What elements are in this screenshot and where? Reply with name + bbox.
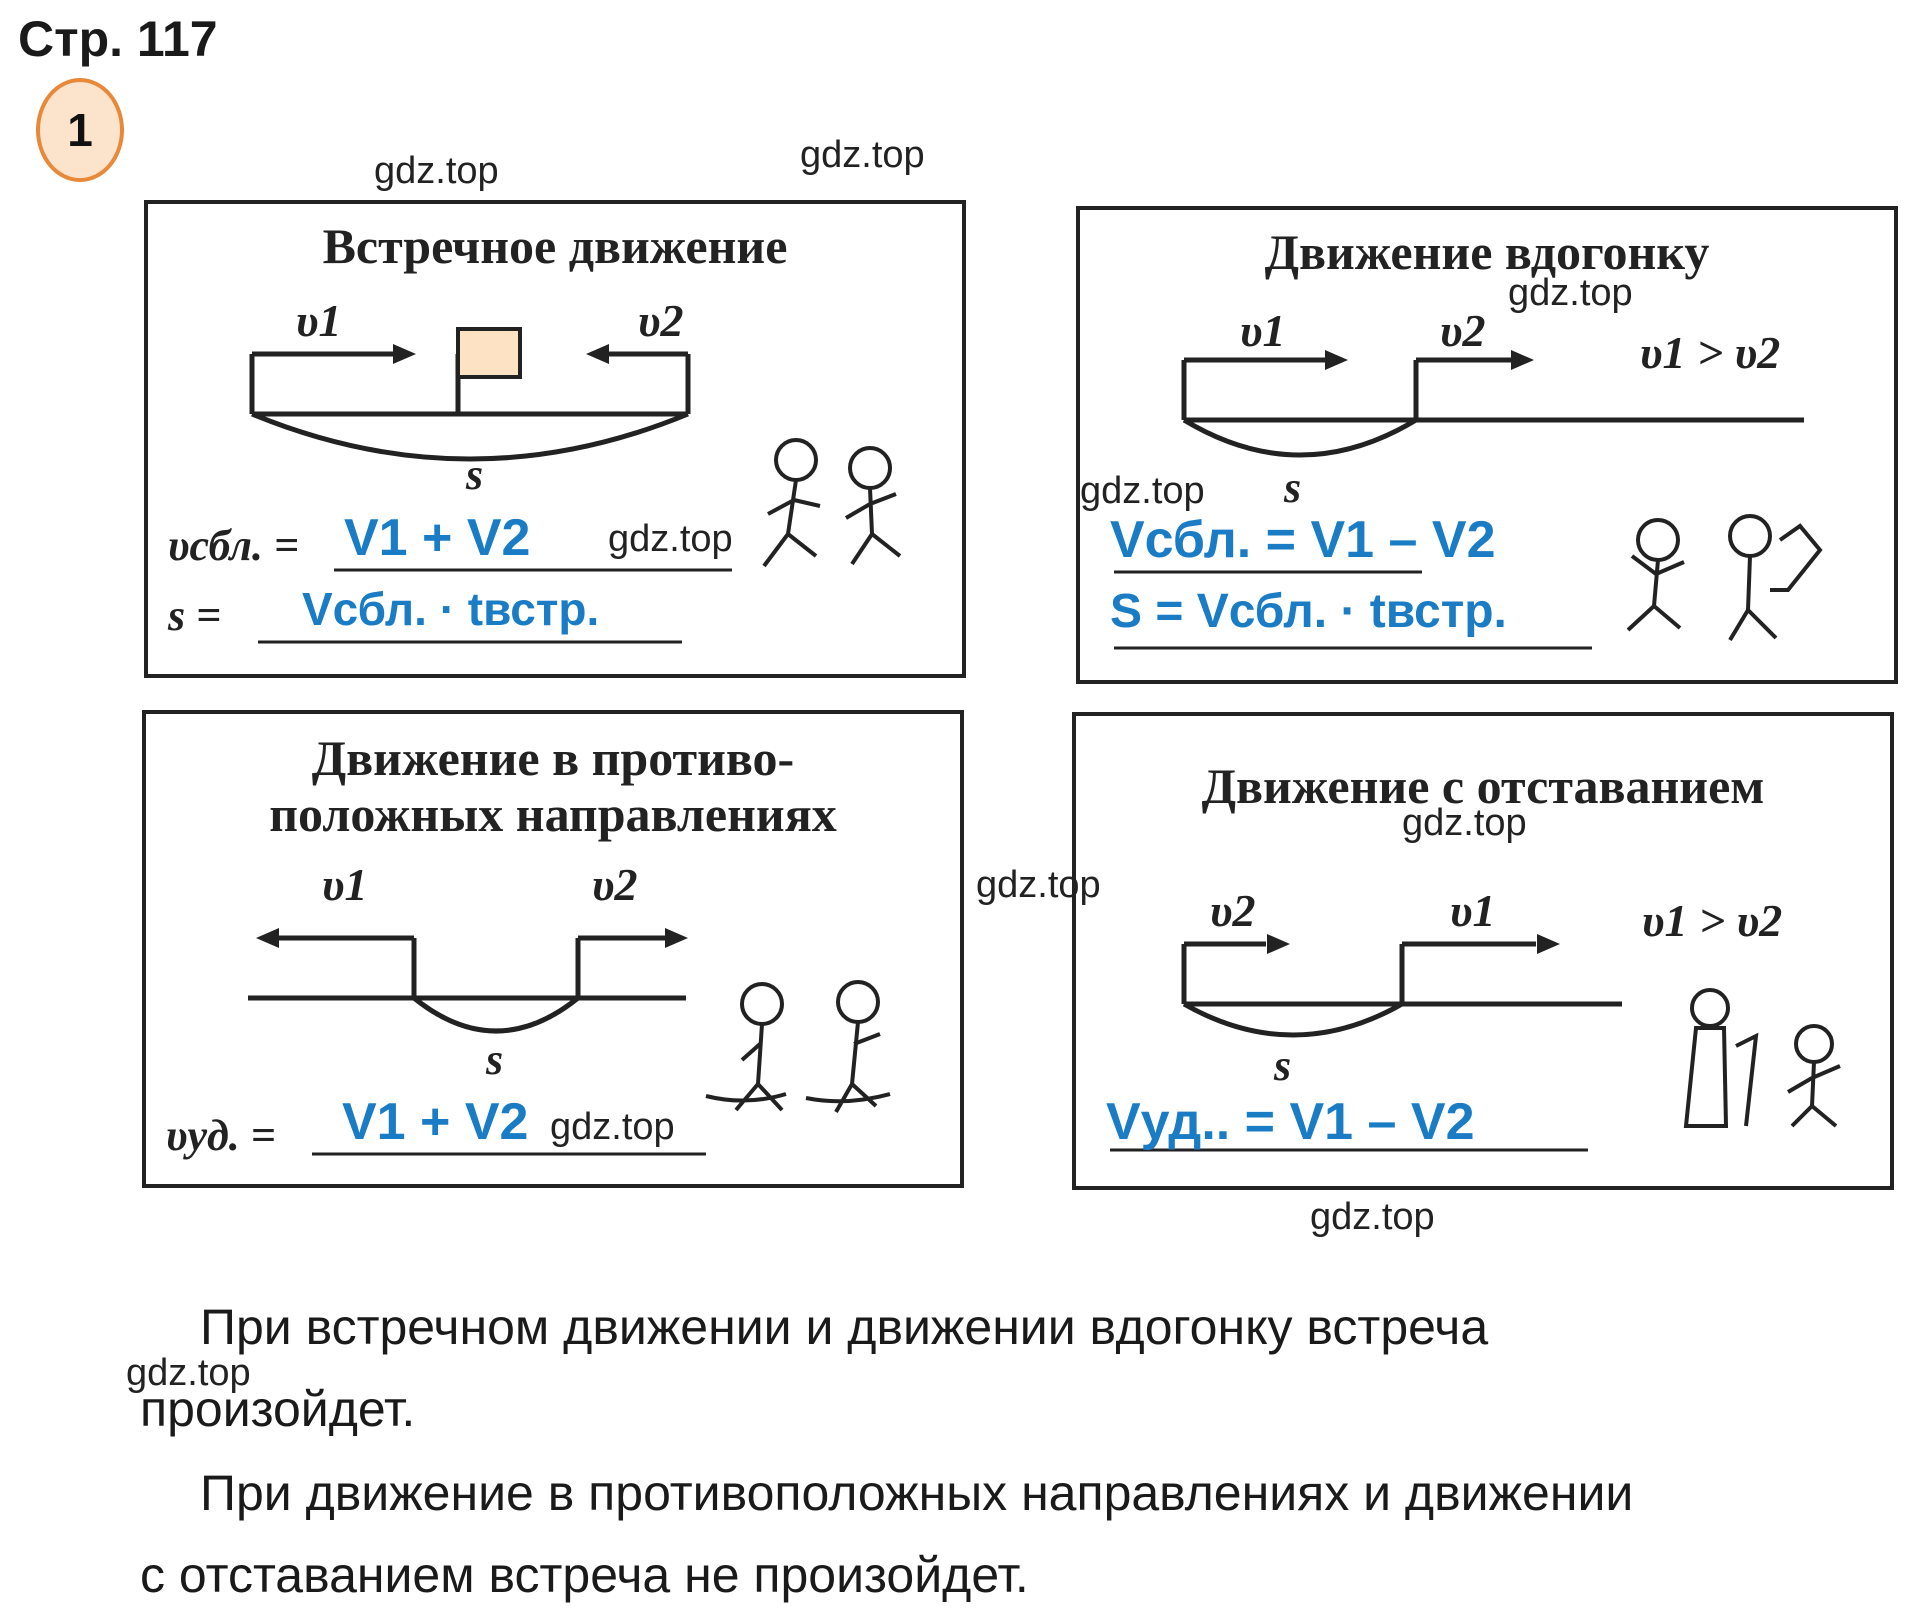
- watermark: gdz.top: [1310, 1196, 1435, 1238]
- conclusion-paragraph-2: При движение в противоположных направлен…: [140, 1452, 1840, 1616]
- skiers-illustration: [705, 980, 891, 1113]
- oncoming-diagram: [249, 327, 902, 644]
- distance-label: s: [1284, 463, 1302, 512]
- watermark: gdz.top: [1508, 272, 1633, 314]
- formula-lhs-speed: υуд. =: [166, 1111, 276, 1160]
- speed-condition: υ1 > υ2: [1640, 327, 1781, 378]
- watermark: gdz.top: [1402, 802, 1527, 844]
- distance-label: s: [1274, 1041, 1292, 1090]
- watermark: gdz.top: [1080, 470, 1205, 512]
- formula-lhs-distance: s =: [168, 591, 222, 640]
- card-title-line1: Движение в противо-: [311, 730, 795, 786]
- speed-label-v2: υ2: [1440, 305, 1486, 356]
- watermark: gdz.top: [550, 1106, 675, 1148]
- answer-approach-speed: V1 + V2: [344, 509, 531, 567]
- lagging-diagram: [1110, 934, 1841, 1152]
- runner-and-rider-illustration: [1626, 514, 1823, 642]
- answer-separation-speed: Vуд.. = V1 – V2: [1106, 1093, 1475, 1151]
- conclusion-paragraph-1: При встречном движении и движении вдогон…: [140, 1286, 1840, 1450]
- answer-distance: S = Vсбл. · tвстр.: [1110, 585, 1507, 638]
- speed-label-v1: υ1: [322, 859, 368, 910]
- card-opposite-directions: Движение в противо- положных направления…: [142, 710, 964, 1188]
- paragraph-line: При встречном движении и движении вдогон…: [200, 1299, 1489, 1355]
- speed-label-v2: υ2: [592, 859, 638, 910]
- card-title-line2: положных направлениях: [269, 786, 837, 842]
- opposite-diagram: [248, 928, 891, 1156]
- card-title: Движение вдогонку: [1264, 224, 1710, 280]
- distance-label: s: [486, 1035, 504, 1084]
- page-label: Стр. 117: [18, 11, 218, 67]
- watermark: gdz.top: [800, 134, 925, 176]
- answer-distance: Vсбл. · tвстр.: [302, 583, 600, 635]
- paragraph-line: с отставанием встреча не произойдет.: [140, 1547, 1029, 1603]
- watermark: gdz.top: [608, 518, 733, 560]
- runners-illustration: [762, 438, 902, 568]
- meeting-box: [456, 327, 522, 379]
- catchup-diagram: [1114, 350, 1823, 650]
- paragraph-line: произойдет.: [140, 1381, 416, 1437]
- answer-approach-speed: Vсбл. = V1 – V2: [1110, 511, 1496, 569]
- formula-lhs-speed: υсбл. =: [168, 521, 300, 570]
- old-man-and-child-illustration: [1683, 988, 1841, 1128]
- card-catchup-motion: Движение вдогонку υ1 υ2 υ1 > υ2 s Vсбл. …: [1076, 206, 1898, 684]
- card-oncoming-motion: Встречное движение υ1 υ2 s υсбл. = V1 + …: [144, 200, 966, 678]
- task-number-badge: 1: [36, 78, 124, 182]
- speed-label-v2: υ2: [638, 295, 684, 346]
- speed-label-v2: υ2: [1210, 885, 1256, 936]
- card-lagging-motion: Движение с отставанием υ2 υ1 υ1 > υ2 s V…: [1072, 712, 1894, 1190]
- watermark: gdz.top: [976, 864, 1101, 906]
- speed-label-v1: υ1: [1450, 885, 1496, 936]
- speed-label-v1: υ1: [296, 295, 342, 346]
- paragraph-line: При движение в противоположных направлен…: [200, 1465, 1634, 1521]
- watermark: gdz.top: [374, 150, 499, 192]
- distance-label: s: [466, 450, 484, 499]
- card-title: Движение с отставанием: [1201, 758, 1765, 814]
- watermark: gdz.top: [126, 1352, 251, 1394]
- answer-separation-speed: V1 + V2: [342, 1093, 529, 1151]
- speed-condition: υ1 > υ2: [1642, 895, 1783, 946]
- speed-label-v1: υ1: [1240, 305, 1286, 356]
- card-title: Встречное движение: [322, 218, 788, 274]
